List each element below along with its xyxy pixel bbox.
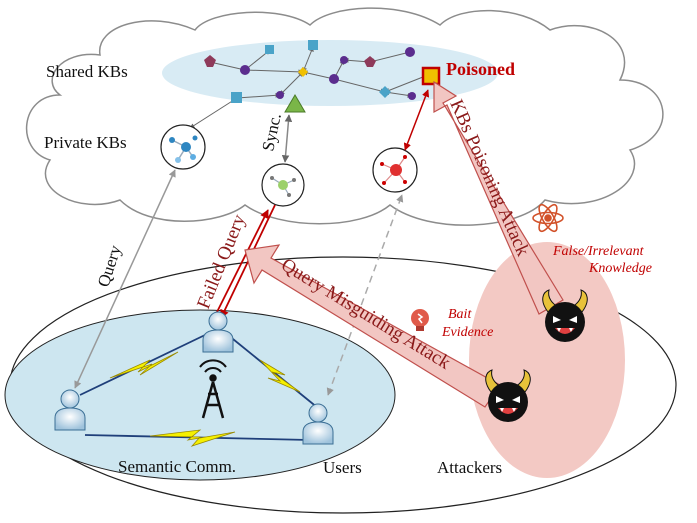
atom-icon xyxy=(532,203,564,233)
sync-kb-icon xyxy=(261,163,305,207)
false-knowledge-label-2: Knowledge xyxy=(588,261,652,276)
purple-node-icon xyxy=(405,47,415,57)
shared-kbs-label: Shared KBs xyxy=(46,62,128,81)
bait-label: Bait xyxy=(448,307,472,322)
square-node-icon xyxy=(231,92,242,103)
antenna-tower-icon xyxy=(199,359,227,419)
query-label: Query xyxy=(94,242,125,289)
user-icon xyxy=(302,403,334,445)
lightbulb-icon xyxy=(411,309,429,331)
attacked-kb-icon xyxy=(372,147,418,193)
green-triangle-node-icon xyxy=(284,94,306,113)
shared-kb-graph-nodes xyxy=(204,40,416,113)
user-icon xyxy=(54,389,86,431)
devil-face-icon xyxy=(542,289,588,342)
users-label: Users xyxy=(323,458,362,477)
attackers-label: Attackers xyxy=(437,458,502,477)
sync-arrow xyxy=(281,114,293,163)
failed-query-arrow-up xyxy=(213,209,269,319)
purple-node-icon xyxy=(276,91,284,99)
lightning-icons xyxy=(109,351,301,447)
purple-node-icon xyxy=(340,56,348,64)
query-misguiding-attack-arrow xyxy=(244,244,501,408)
diamond-node-icon xyxy=(379,86,391,98)
private-kbs-label: Private KBs xyxy=(44,133,127,152)
evidence-label: Evidence xyxy=(441,325,493,340)
poisoned-label: Poisoned xyxy=(446,59,515,79)
purple-node-icon xyxy=(240,65,250,75)
square-node-icon xyxy=(265,45,274,54)
false-knowledge-label-1: False/Irrelevant xyxy=(552,244,645,259)
square-node-icon xyxy=(308,40,318,50)
poisoned-link-arrow xyxy=(403,89,430,151)
pentagon-node-icon xyxy=(204,55,216,67)
kbs-poisoning-attack-arrow xyxy=(433,80,564,315)
purple-node-icon xyxy=(329,74,339,84)
shared-kb-graph-edges xyxy=(189,46,429,129)
devil-face-icon xyxy=(485,369,531,422)
diamond-node-icon xyxy=(298,67,308,77)
user-icon xyxy=(202,311,234,353)
poisoned-node-icon xyxy=(421,66,441,86)
private-kb-icon xyxy=(160,124,206,170)
purple-node-icon xyxy=(408,92,416,100)
semantic-comm-label: Semantic Comm. xyxy=(118,457,236,476)
query-arrow xyxy=(74,169,176,389)
pentagon-node-icon xyxy=(364,56,376,67)
